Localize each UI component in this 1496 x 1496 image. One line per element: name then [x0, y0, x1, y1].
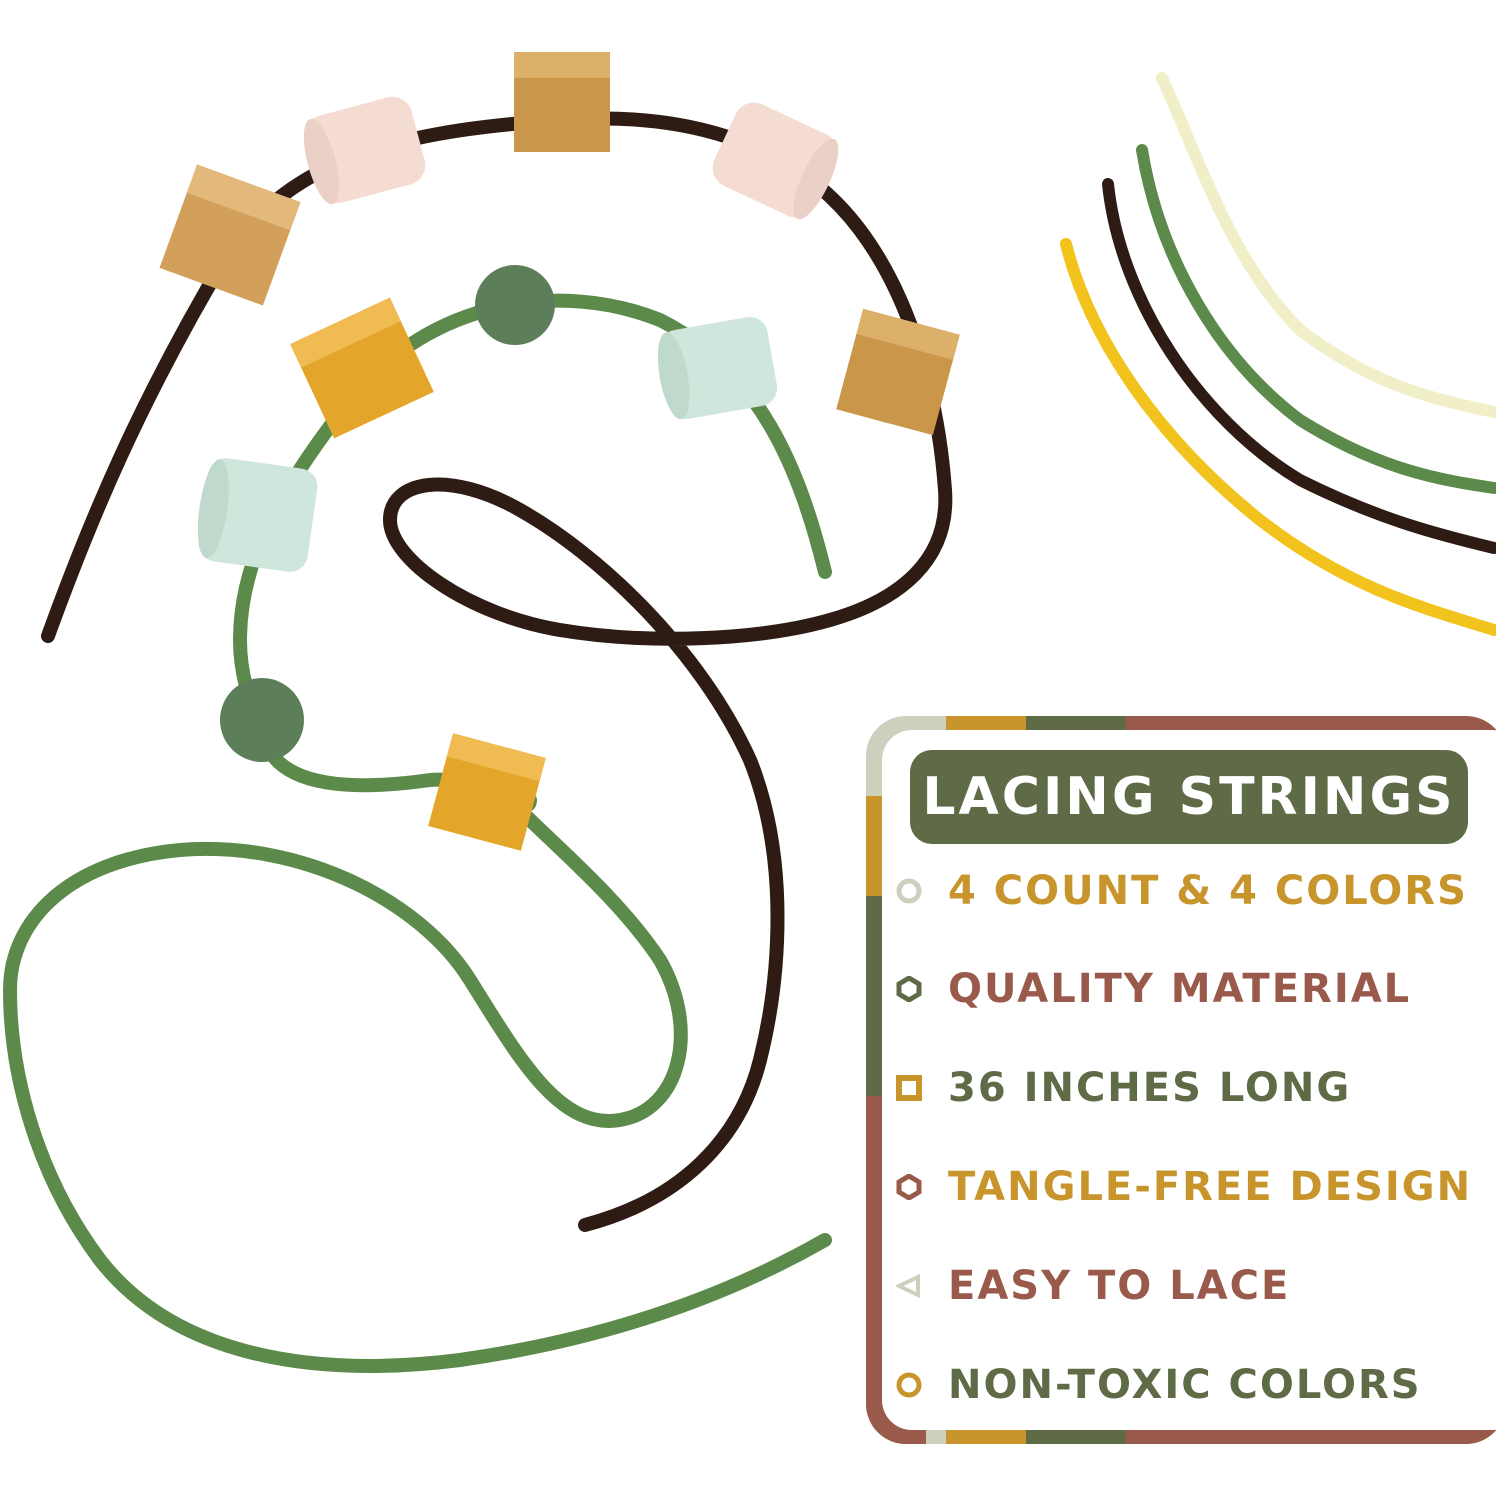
feature-text: EASY TO LACE — [948, 1263, 1291, 1309]
square-bullet-icon — [896, 1075, 922, 1101]
bead-ball-green-2 — [220, 678, 304, 762]
feature-item-quality: QUALiTY MATERiAL — [896, 954, 1411, 1024]
bead-cube-mustard — [290, 297, 434, 439]
brown-loose-string — [1102, 178, 1496, 554]
feature-item-length: 36 iNCHES LONG — [896, 1053, 1351, 1123]
card-frame — [866, 716, 1496, 1444]
feature-text: QUALiTY MATERiAL — [948, 966, 1412, 1012]
bead-cylinder-pink — [303, 96, 426, 205]
cream-string — [1156, 72, 1496, 418]
yellow-loose-string — [1060, 238, 1496, 636]
hexagon-bullet-icon — [896, 976, 922, 1002]
triangle-bullet-icon — [896, 1273, 920, 1299]
feature-text: 4 COUNT & 4 COLORS — [948, 868, 1468, 914]
circle-bullet-icon — [896, 878, 922, 904]
green-string-loop — [2, 803, 832, 1373]
feature-text: 36 iNCHES LONG — [948, 1065, 1352, 1111]
bead-cube-tan — [159, 164, 301, 306]
feature-item-easy-lace: EASY TO LACE — [896, 1251, 1290, 1321]
hexagon-bullet-icon — [896, 1174, 922, 1200]
bead-ball-green — [475, 265, 555, 345]
feature-item-tangle-free: TANGLE-FREE DESiGN — [896, 1152, 1472, 1222]
bead-cylinder-mint-2 — [197, 458, 318, 572]
feature-card — [866, 716, 1496, 1444]
bead-cylinder-pink-2 — [712, 102, 839, 220]
bead-cube-gold — [514, 52, 610, 152]
bead-cube-tan-2 — [836, 308, 960, 436]
feature-item-non-toxic: NON-TOXiC COLORS — [896, 1350, 1422, 1420]
feature-text: TANGLE-FREE DESiGN — [948, 1164, 1473, 1210]
bead-cube-mustard-2 — [428, 733, 546, 851]
feature-text: NON-TOXiC COLORS — [948, 1362, 1422, 1408]
circle-bullet-icon — [896, 1372, 922, 1398]
feature-item-count: 4 COUNT & 4 COLORS — [896, 856, 1468, 926]
bead-cylinder-mint — [657, 316, 778, 420]
green-loose-string — [1136, 144, 1496, 494]
title-banner: LACiNG STRiNGS — [910, 750, 1468, 844]
title-text: LACiNG STRiNGS — [922, 767, 1456, 827]
